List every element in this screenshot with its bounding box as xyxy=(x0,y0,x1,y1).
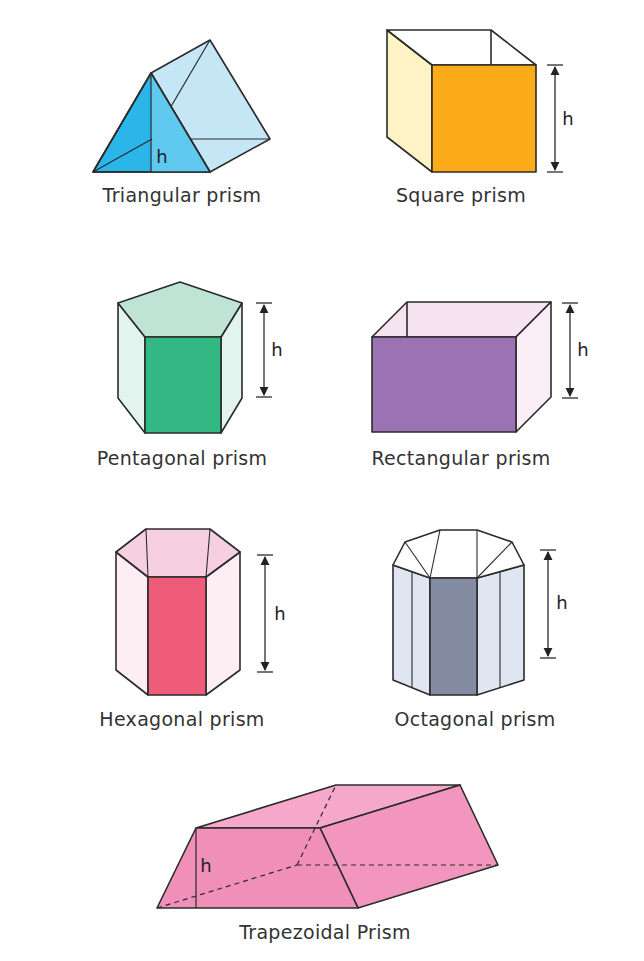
dimension-label: h xyxy=(200,856,211,876)
dimension-label: h xyxy=(156,147,167,167)
caption-label: Rectangular prism xyxy=(371,448,550,469)
caption-label: Hexagonal prism xyxy=(99,709,264,730)
caption-label: Square prism xyxy=(396,185,526,206)
pentagonal-prism xyxy=(118,282,272,433)
square-prism xyxy=(387,30,563,172)
dimension-label: h xyxy=(274,604,285,624)
caption-label: Trapezoidal Prism xyxy=(239,922,411,943)
trapezoidal-prism xyxy=(157,785,498,908)
caption-label: Octagonal prism xyxy=(394,709,555,730)
rectangular-prism xyxy=(372,302,578,432)
octagonal-prism xyxy=(393,530,556,695)
dimension-label: h xyxy=(556,593,567,613)
dimension-label: h xyxy=(577,340,588,360)
dimension-label: h xyxy=(562,109,573,129)
dimension-label: h xyxy=(271,340,282,360)
caption-label: Triangular prism xyxy=(103,185,262,206)
caption-label: Pentagonal prism xyxy=(97,448,268,469)
hexagonal-prism xyxy=(116,529,273,695)
triangular-prism xyxy=(93,40,270,172)
